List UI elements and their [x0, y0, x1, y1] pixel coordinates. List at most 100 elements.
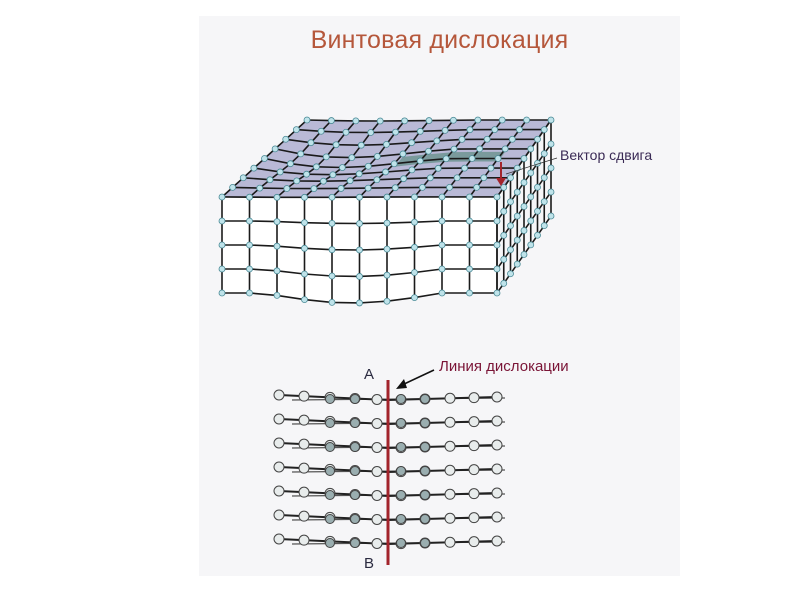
lattice-node	[328, 298, 336, 306]
lattice-node	[352, 117, 360, 125]
lattice-node	[239, 174, 247, 182]
lattice-node	[218, 241, 226, 249]
atom	[420, 514, 430, 524]
lattice-node	[520, 179, 528, 186]
lattice-node	[540, 198, 548, 206]
atom	[350, 442, 360, 452]
atom	[491, 535, 503, 547]
lattice-node	[438, 217, 446, 225]
lattice-node	[468, 155, 476, 162]
atom	[273, 413, 285, 425]
atom	[298, 438, 310, 450]
lattice-node	[438, 193, 446, 201]
lattice-node	[383, 193, 391, 201]
atom	[491, 415, 503, 427]
lattice-node	[527, 217, 535, 225]
lattice-node	[441, 126, 449, 134]
lattice-node	[364, 184, 372, 192]
lattice-node	[310, 185, 318, 193]
lattice-node	[301, 270, 308, 278]
lattice-node	[513, 236, 521, 244]
lattice-node	[301, 244, 308, 252]
atom	[298, 390, 310, 402]
lattice-node	[449, 116, 457, 124]
lattice-node	[317, 127, 325, 135]
lattice-node	[487, 164, 495, 172]
lattice-node	[498, 116, 506, 124]
lattice-node	[399, 150, 407, 158]
lattice-node	[507, 222, 514, 230]
atom	[444, 440, 456, 452]
lattice-node	[419, 184, 426, 191]
lattice-node	[401, 117, 409, 125]
lattice-node	[466, 217, 473, 225]
lattice-node	[391, 184, 399, 192]
lattice-node	[376, 117, 384, 125]
atom	[371, 417, 383, 429]
lattice-node	[520, 155, 528, 162]
atom	[444, 512, 456, 524]
lattice-node	[466, 241, 473, 249]
lattice-node	[373, 152, 381, 160]
lattice-node	[273, 267, 281, 275]
lattice-node	[383, 271, 391, 279]
shear-vector-label: Вектор сдвига	[560, 147, 653, 163]
lattice-node	[473, 183, 481, 191]
lattice-node	[390, 160, 398, 168]
atom	[420, 490, 430, 500]
atom	[273, 389, 285, 401]
lattice-node	[480, 174, 488, 182]
atom	[420, 538, 430, 548]
lattice-node	[516, 126, 523, 134]
lattice-node	[229, 183, 237, 191]
lattice-node	[328, 246, 336, 254]
lattice-node	[356, 220, 363, 227]
lattice-node	[493, 265, 501, 273]
lattice-node	[434, 164, 442, 172]
atom	[420, 442, 430, 452]
lattice-node	[328, 219, 336, 227]
lattice-node	[328, 272, 336, 280]
lattice-node	[466, 193, 473, 201]
lattice-node	[246, 193, 253, 201]
atom	[468, 536, 480, 548]
lattice-node	[458, 135, 466, 143]
lattice-node	[411, 294, 418, 302]
dislocation-pointer	[401, 369, 435, 386]
atom	[444, 392, 456, 404]
atom	[273, 485, 285, 497]
lattice-node	[273, 291, 281, 299]
lattice-node	[450, 145, 458, 153]
lattice-node	[520, 251, 528, 258]
lattice-node	[322, 153, 330, 161]
lattice-node	[282, 135, 290, 143]
lattice-node	[446, 183, 453, 191]
lattice-node	[411, 193, 418, 201]
shear-vector-arrowhead	[496, 178, 506, 186]
atom	[325, 442, 335, 452]
lattice-node	[493, 193, 501, 201]
lattice-node	[494, 155, 502, 162]
lattice-node	[507, 246, 514, 254]
lattice-node	[356, 246, 363, 254]
lattice-node	[312, 163, 320, 171]
lattice-node	[500, 255, 508, 263]
lattice-node	[493, 241, 501, 249]
lattice-node	[483, 135, 491, 143]
atom	[491, 487, 503, 499]
lattice-node	[540, 174, 548, 182]
lattice-node	[474, 116, 482, 124]
atom	[325, 394, 335, 404]
atom	[273, 509, 285, 521]
lattice-node	[534, 231, 541, 239]
atom	[273, 437, 285, 449]
lattice-node	[337, 185, 345, 192]
shear-vector-leader	[505, 157, 558, 175]
atom	[468, 512, 480, 524]
atom	[420, 394, 430, 404]
atom	[396, 418, 406, 428]
lattice-node	[527, 193, 535, 201]
atom	[491, 391, 503, 403]
lattice-node	[320, 177, 327, 185]
lattice-node	[507, 198, 514, 206]
